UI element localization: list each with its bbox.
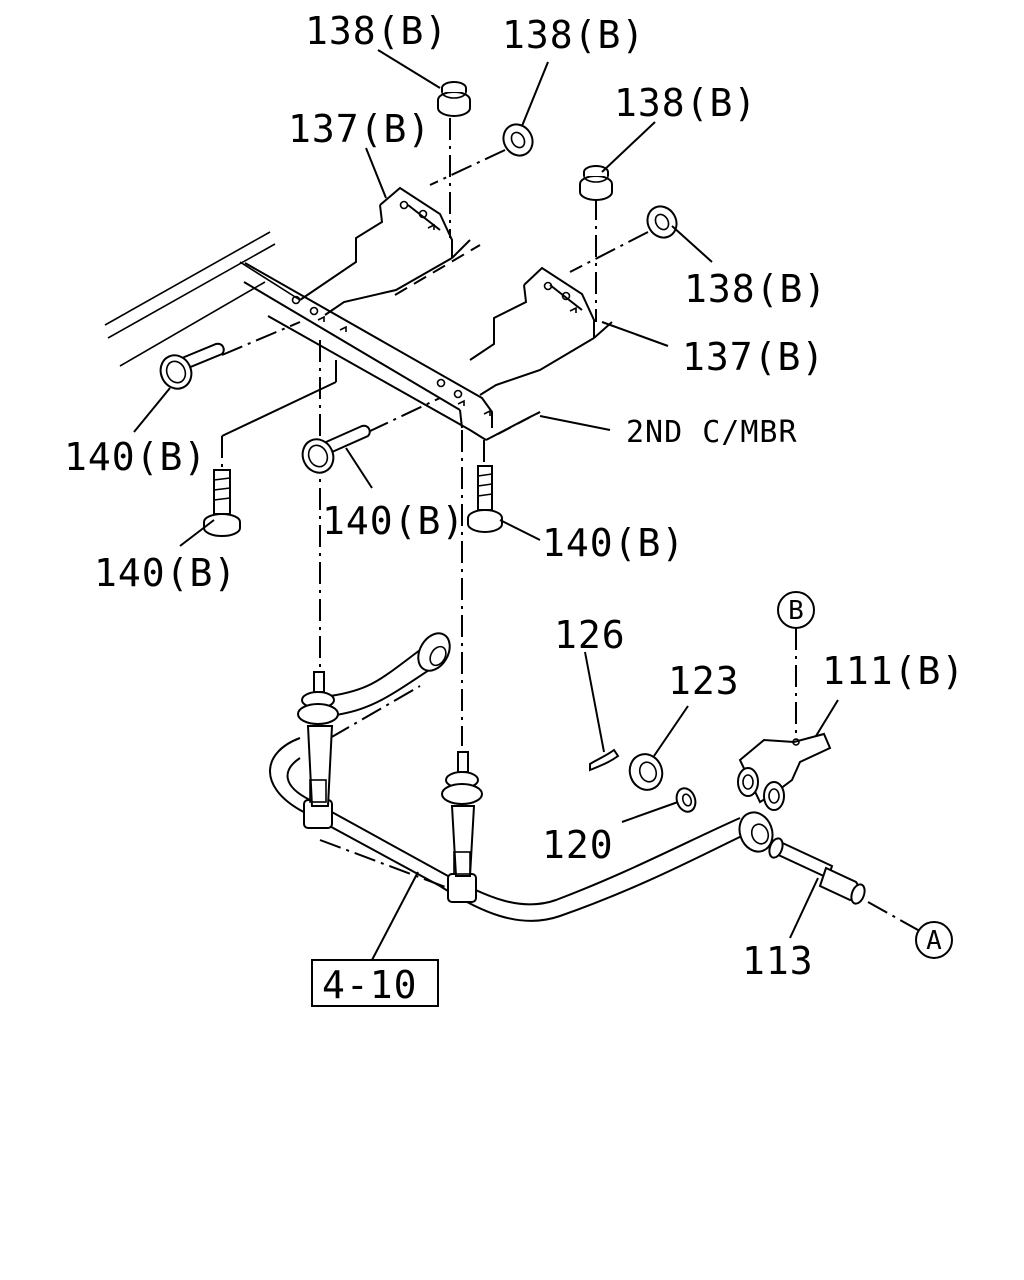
flange-nut-2 bbox=[502, 123, 534, 157]
callout-a-label: A bbox=[926, 926, 942, 956]
label-bolt-140b-4: 140(B) bbox=[542, 521, 685, 565]
label-bracket-137b-1: 137(B) bbox=[288, 107, 431, 151]
assembly-centerlines bbox=[221, 118, 919, 931]
label-nut-138b-3: 138(B) bbox=[614, 81, 757, 125]
bracket-111b bbox=[737, 732, 832, 811]
label-bracket-111b: 111(B) bbox=[822, 649, 965, 693]
label-bolt-140b-2: 140(B) bbox=[322, 499, 465, 543]
flange-bolt-vertical-1 bbox=[203, 469, 241, 537]
label-bracket-137b-2: 137(B) bbox=[682, 335, 825, 379]
flange-nut-3 bbox=[579, 165, 613, 201]
flange-nut-4 bbox=[646, 205, 678, 239]
castle-nut-123 bbox=[628, 753, 664, 791]
callout-b-label: B bbox=[788, 596, 804, 626]
label-crossmember: 2ND C/MBR bbox=[626, 415, 798, 450]
label-nut-138b-1: 138(B) bbox=[305, 9, 448, 53]
label-bolt-140b-1: 140(B) bbox=[64, 435, 207, 479]
label-bolt-140b-3: 140(B) bbox=[94, 551, 237, 595]
label-washer-120: 120 bbox=[542, 823, 614, 867]
leader-lines bbox=[133, 49, 839, 961]
bar-mount-right bbox=[441, 751, 483, 877]
label-nut-138b-2: 138(B) bbox=[502, 13, 645, 57]
label-pin-126: 126 bbox=[554, 613, 626, 657]
label-link-113: 113 bbox=[742, 939, 814, 983]
reference-box-label: 4-10 bbox=[322, 963, 418, 1007]
flange-bolt-vertical-2 bbox=[467, 465, 503, 533]
crossmember bbox=[221, 186, 613, 441]
flange-bolt-horizontal-2 bbox=[301, 424, 371, 474]
callout-a: A bbox=[915, 921, 953, 959]
frame-rail bbox=[104, 231, 301, 367]
flange-nut-1 bbox=[437, 81, 471, 117]
cotter-pin-126 bbox=[589, 748, 620, 772]
callout-b: B bbox=[777, 591, 815, 629]
reference-box[interactable]: 4-10 bbox=[311, 959, 439, 1007]
link-113 bbox=[768, 837, 866, 905]
washer-120 bbox=[675, 787, 697, 813]
stabilizer-bar bbox=[269, 632, 774, 922]
label-nut-138b-4: 138(B) bbox=[684, 267, 827, 311]
flange-bolt-horizontal-1 bbox=[159, 342, 225, 390]
bar-mount-left bbox=[297, 671, 339, 807]
label-nut-123: 123 bbox=[668, 659, 740, 703]
